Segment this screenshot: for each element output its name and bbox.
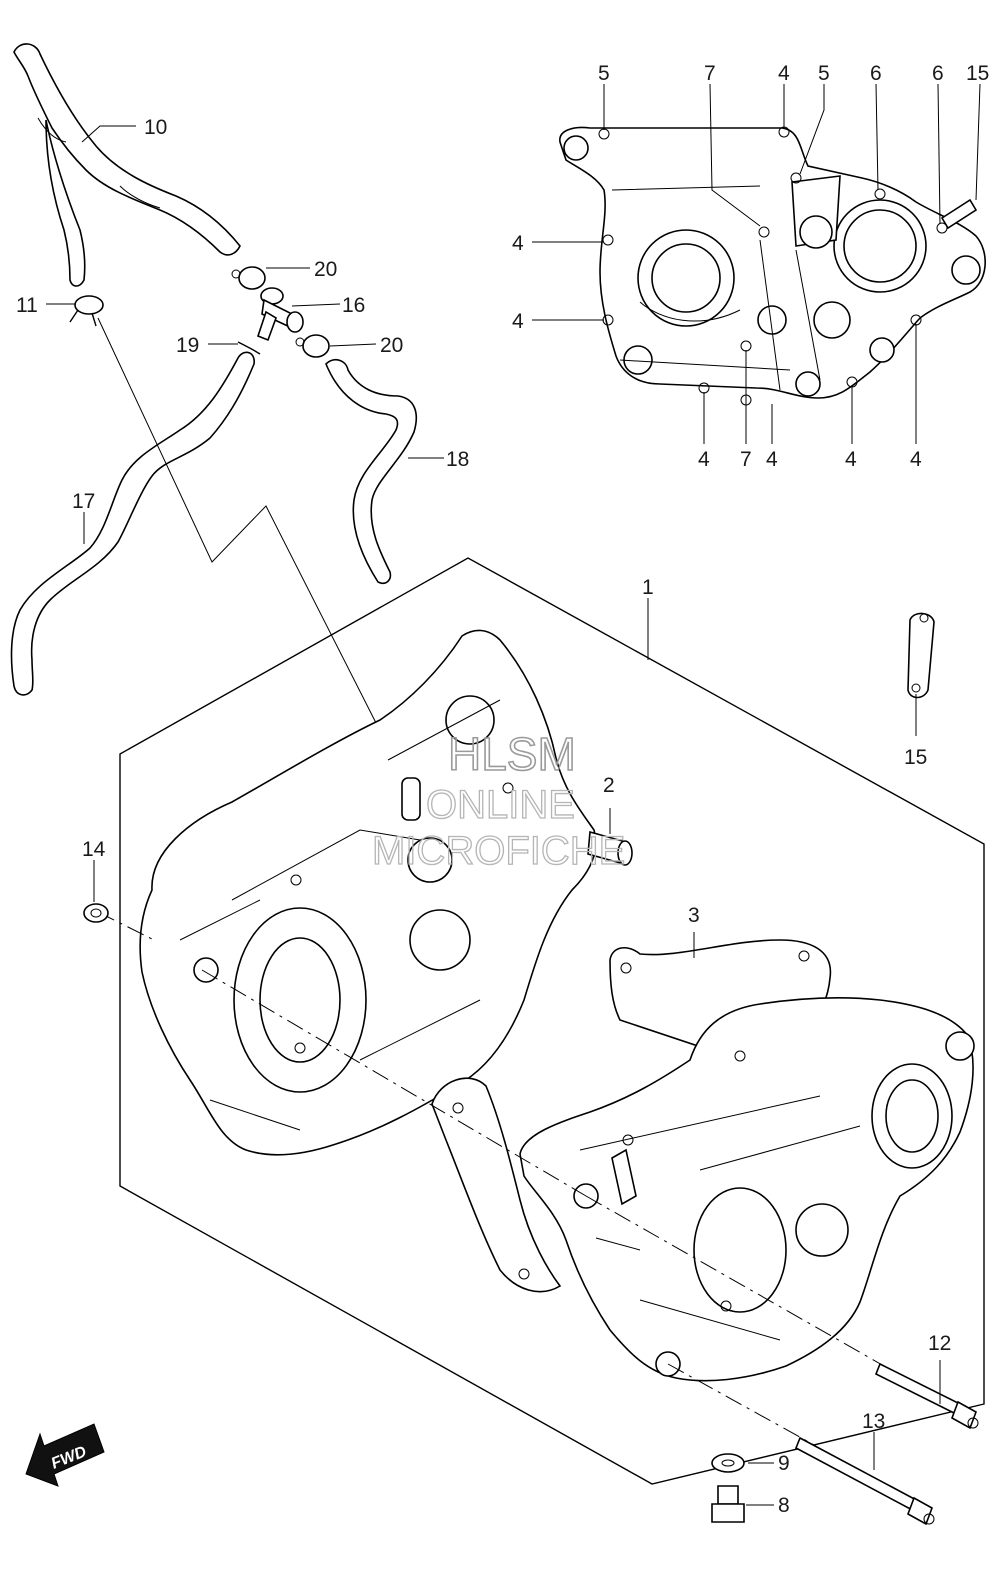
joint-16[interactable] (257, 287, 304, 342)
callout-5-right: 5 (818, 62, 830, 85)
washer-9[interactable] (711, 1453, 745, 1473)
hose-10[interactable] (13, 43, 241, 287)
callout-16: 16 (342, 294, 365, 317)
pipe-2[interactable] (587, 830, 633, 866)
crankcase-left[interactable] (139, 629, 597, 1156)
callout-11: 11 (16, 294, 38, 317)
clamp-20-upper[interactable] (231, 266, 266, 290)
callout-13: 13 (862, 1410, 885, 1433)
bolt-8[interactable] (711, 1485, 745, 1523)
callout-7-bottom: 7 (740, 448, 752, 471)
hose-clamp-11[interactable] (69, 295, 104, 327)
callout-3: 3 (688, 904, 700, 927)
hose-18[interactable] (325, 358, 418, 585)
clamp-20-lower[interactable] (295, 334, 330, 358)
callout-7-top: 7 (704, 62, 716, 85)
hose-17[interactable] (10, 351, 255, 696)
fwd-arrow: FWD (25, 1423, 105, 1487)
callout-5-left: 5 (598, 62, 610, 85)
clip-19[interactable] (237, 341, 261, 355)
callout-9: 9 (778, 1452, 790, 1475)
callout-1: 1 (642, 576, 654, 599)
callout-6-left: 6 (870, 62, 882, 85)
callout-17: 17 (72, 490, 95, 513)
callout-4-bottom-2: 4 (766, 448, 778, 471)
callout-4-top: 4 (778, 62, 790, 85)
washer-14[interactable] (83, 903, 109, 923)
watermark-line-2: ONLINE (426, 783, 575, 827)
callout-18: 18 (446, 448, 469, 471)
callout-14: 14 (82, 838, 106, 861)
callout-15-main: 15 (904, 746, 927, 769)
callout-6-right: 6 (932, 62, 944, 85)
callout-20-upper: 20 (314, 258, 337, 281)
guide-15[interactable] (907, 612, 935, 699)
crankcase-right[interactable] (519, 997, 975, 1382)
callout-4-bottom-4: 4 (910, 448, 922, 471)
bolt-13[interactable] (794, 1436, 935, 1526)
callout-19: 19 (176, 334, 199, 357)
callout-8: 8 (778, 1494, 790, 1517)
callout-20-lower: 20 (380, 334, 403, 357)
callout-4-bottom-3: 4 (845, 448, 857, 471)
callout-2: 2 (603, 774, 615, 797)
callout-4-bottom-1: 4 (698, 448, 710, 471)
leader-lines (46, 83, 981, 1506)
crankcase-inner-view[interactable] (559, 126, 986, 406)
watermark: HLSM ONLINE MICROFICHE (371, 727, 626, 873)
callout-4-left-upper: 4 (512, 232, 524, 255)
watermark-line-1: HLSM (448, 728, 576, 780)
bolt-12[interactable] (874, 1362, 979, 1430)
assembly-outline (119, 557, 985, 1485)
callout-10: 10 (144, 116, 167, 139)
callout-12: 12 (928, 1332, 951, 1355)
callout-15-inset: 15 (966, 62, 989, 85)
leader-break (97, 317, 411, 791)
callout-labels: 10 11 20 16 19 20 17 18 1 2 3 14 15 12 1… (16, 62, 989, 1517)
callout-4-left-lower: 4 (512, 310, 524, 333)
watermark-line-3: MICROFICHE (372, 829, 625, 873)
